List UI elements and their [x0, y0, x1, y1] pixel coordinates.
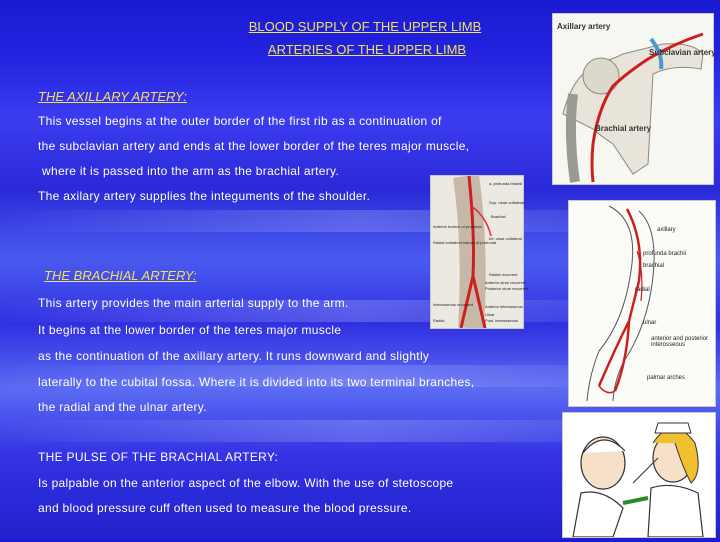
arm-photo-label: Inf. ulnar collateral — [489, 236, 522, 241]
diagram-label-ulnar: ulnar — [643, 320, 657, 326]
shoulder-artery-figure: Axillary artery Subclavian artery Brachi… — [552, 13, 716, 185]
pulse-heading: THE PULSE OF THE BRACHIAL ARTERY: — [38, 450, 279, 464]
diagram-label-palmar: palmar arches — [647, 375, 686, 381]
axillary-line-3: where it is passed into the arm as the b… — [42, 164, 340, 178]
slide-title: BLOOD SUPPLY OF THE UPPER LIMB — [5, 18, 720, 36]
background-streak — [0, 210, 720, 232]
pulse-line-1: Is palpable on the anterior aspect of th… — [38, 476, 454, 490]
axillary-artery-label: Axillary artery — [557, 22, 611, 31]
axillary-heading: THE AXILLARY ARTERY: — [38, 89, 187, 104]
brachial-line-1: This artery provides the main arterial s… — [38, 296, 349, 310]
arm-outline-illustration — [586, 205, 655, 402]
slide-subtitle: ARTERIES OF THE UPPER LIMB — [7, 41, 720, 59]
arm-photo-label: Radial recurrent — [489, 272, 518, 277]
background-streak — [0, 300, 720, 322]
axillary-line-1: This vessel begins at the outer border o… — [38, 114, 442, 128]
brachial-line-5: the radial and the ulnar artery. — [38, 400, 207, 414]
brachial-artery-label: Brachial artery — [595, 124, 652, 133]
diagram-label-radial: radial — [635, 287, 650, 293]
arm-artery-diagram: axillary profunda brachii brachial radia… — [568, 200, 716, 407]
shoulder-bone-illustration — [562, 32, 704, 183]
arm-artery-photo: a. profunda brachii Sup. ulnar collatera… — [430, 174, 528, 329]
axillary-line-2: the subclavian artery and ends at the lo… — [38, 139, 470, 153]
arm-dissection-illustration — [453, 174, 492, 329]
arm-photo-label: Anterior branch of profunda — [433, 224, 482, 229]
arm-photo-label: Anterior interosseous — [485, 304, 523, 309]
background-streak — [0, 420, 720, 442]
brachial-line-2: It begins at the lower border of the ter… — [38, 323, 342, 337]
arm-photo-label: a. profunda brachii — [489, 181, 523, 186]
diagram-label-brachial: brachial — [643, 263, 665, 269]
arm-photo-label: Ulnar — [485, 312, 495, 317]
brachial-heading: THE BRACHIAL ARTERY: — [44, 268, 197, 283]
nurse-measuring-pressure-illustration — [572, 422, 704, 538]
slide-title-line2: ARTERIES OF THE UPPER LIMB — [267, 42, 467, 57]
arm-photo-label: Radial collateral branch of profunda — [433, 240, 497, 245]
arm-photo-label: Interosseous recurrent — [433, 302, 474, 307]
arm-photo-label: Posterior ulnar recurrent — [485, 286, 529, 291]
brachial-line-4: laterally to the cubital fossa. Where it… — [38, 375, 475, 389]
background-streak — [0, 365, 720, 387]
diagram-label-interosseous: anterior and posterior interosseous — [651, 336, 709, 348]
slide-title-line1: BLOOD SUPPLY OF THE UPPER LIMB — [248, 19, 482, 34]
arm-photo-label: Brachial — [491, 214, 506, 219]
axillary-line-4: The axilary artery supplies the integume… — [38, 189, 371, 203]
blood-pressure-cartoon — [562, 412, 716, 538]
diagram-label-profunda: profunda brachii — [643, 251, 687, 257]
pulse-line-2: and blood pressure cuff often used to me… — [38, 501, 412, 515]
arm-photo-label: Anterior ulnar recurrent — [485, 280, 527, 285]
arm-photo-label: Post. interosseous — [485, 318, 518, 323]
diagram-label-axillary: axillary — [657, 227, 676, 233]
subclavian-artery-label: Subclavian artery — [649, 48, 716, 57]
brachial-line-3: as the continuation of the axillary arte… — [38, 349, 430, 363]
arm-photo-label: Sup. ulnar collateral — [489, 200, 525, 205]
arm-photo-label: Radial — [433, 318, 445, 323]
